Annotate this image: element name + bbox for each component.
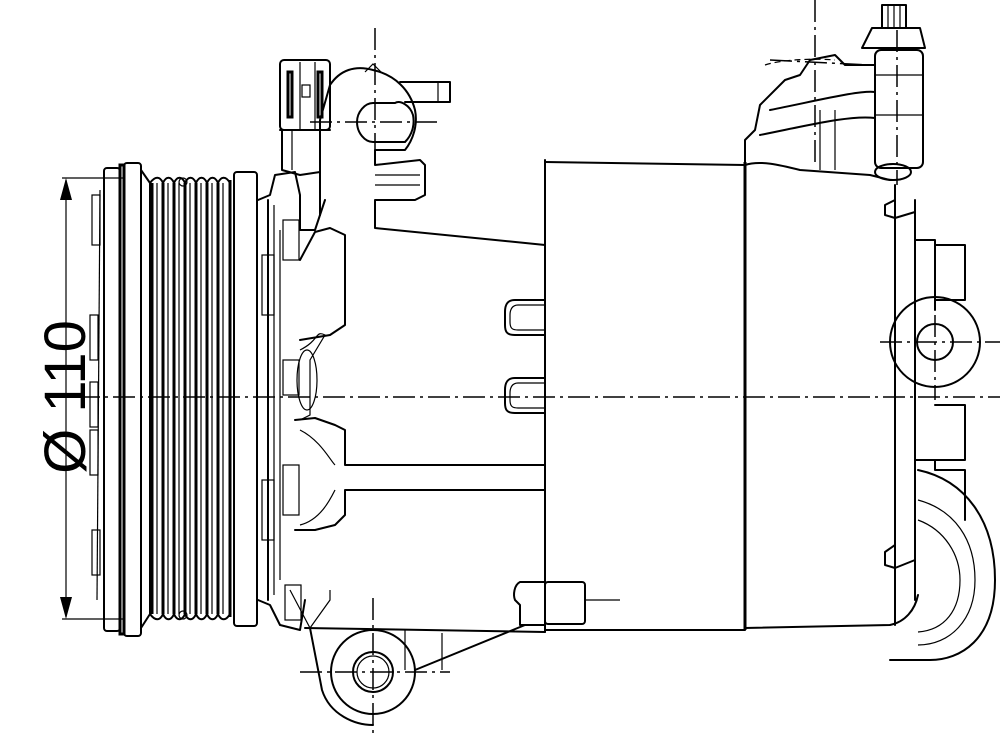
diameter-label: Ø 110 xyxy=(33,320,98,474)
rear-head xyxy=(884,199,996,661)
diameter-dimension xyxy=(60,177,125,620)
clutch-front-plate xyxy=(89,162,142,637)
control-valve xyxy=(744,4,926,181)
bottom-mounting-ear xyxy=(289,589,526,726)
pulley xyxy=(140,169,258,629)
compressor-body xyxy=(304,159,919,633)
electrical-connector xyxy=(279,59,331,216)
hole-centerlines xyxy=(300,0,1000,738)
front-head xyxy=(257,171,546,631)
top-mounting-ear xyxy=(319,63,546,246)
